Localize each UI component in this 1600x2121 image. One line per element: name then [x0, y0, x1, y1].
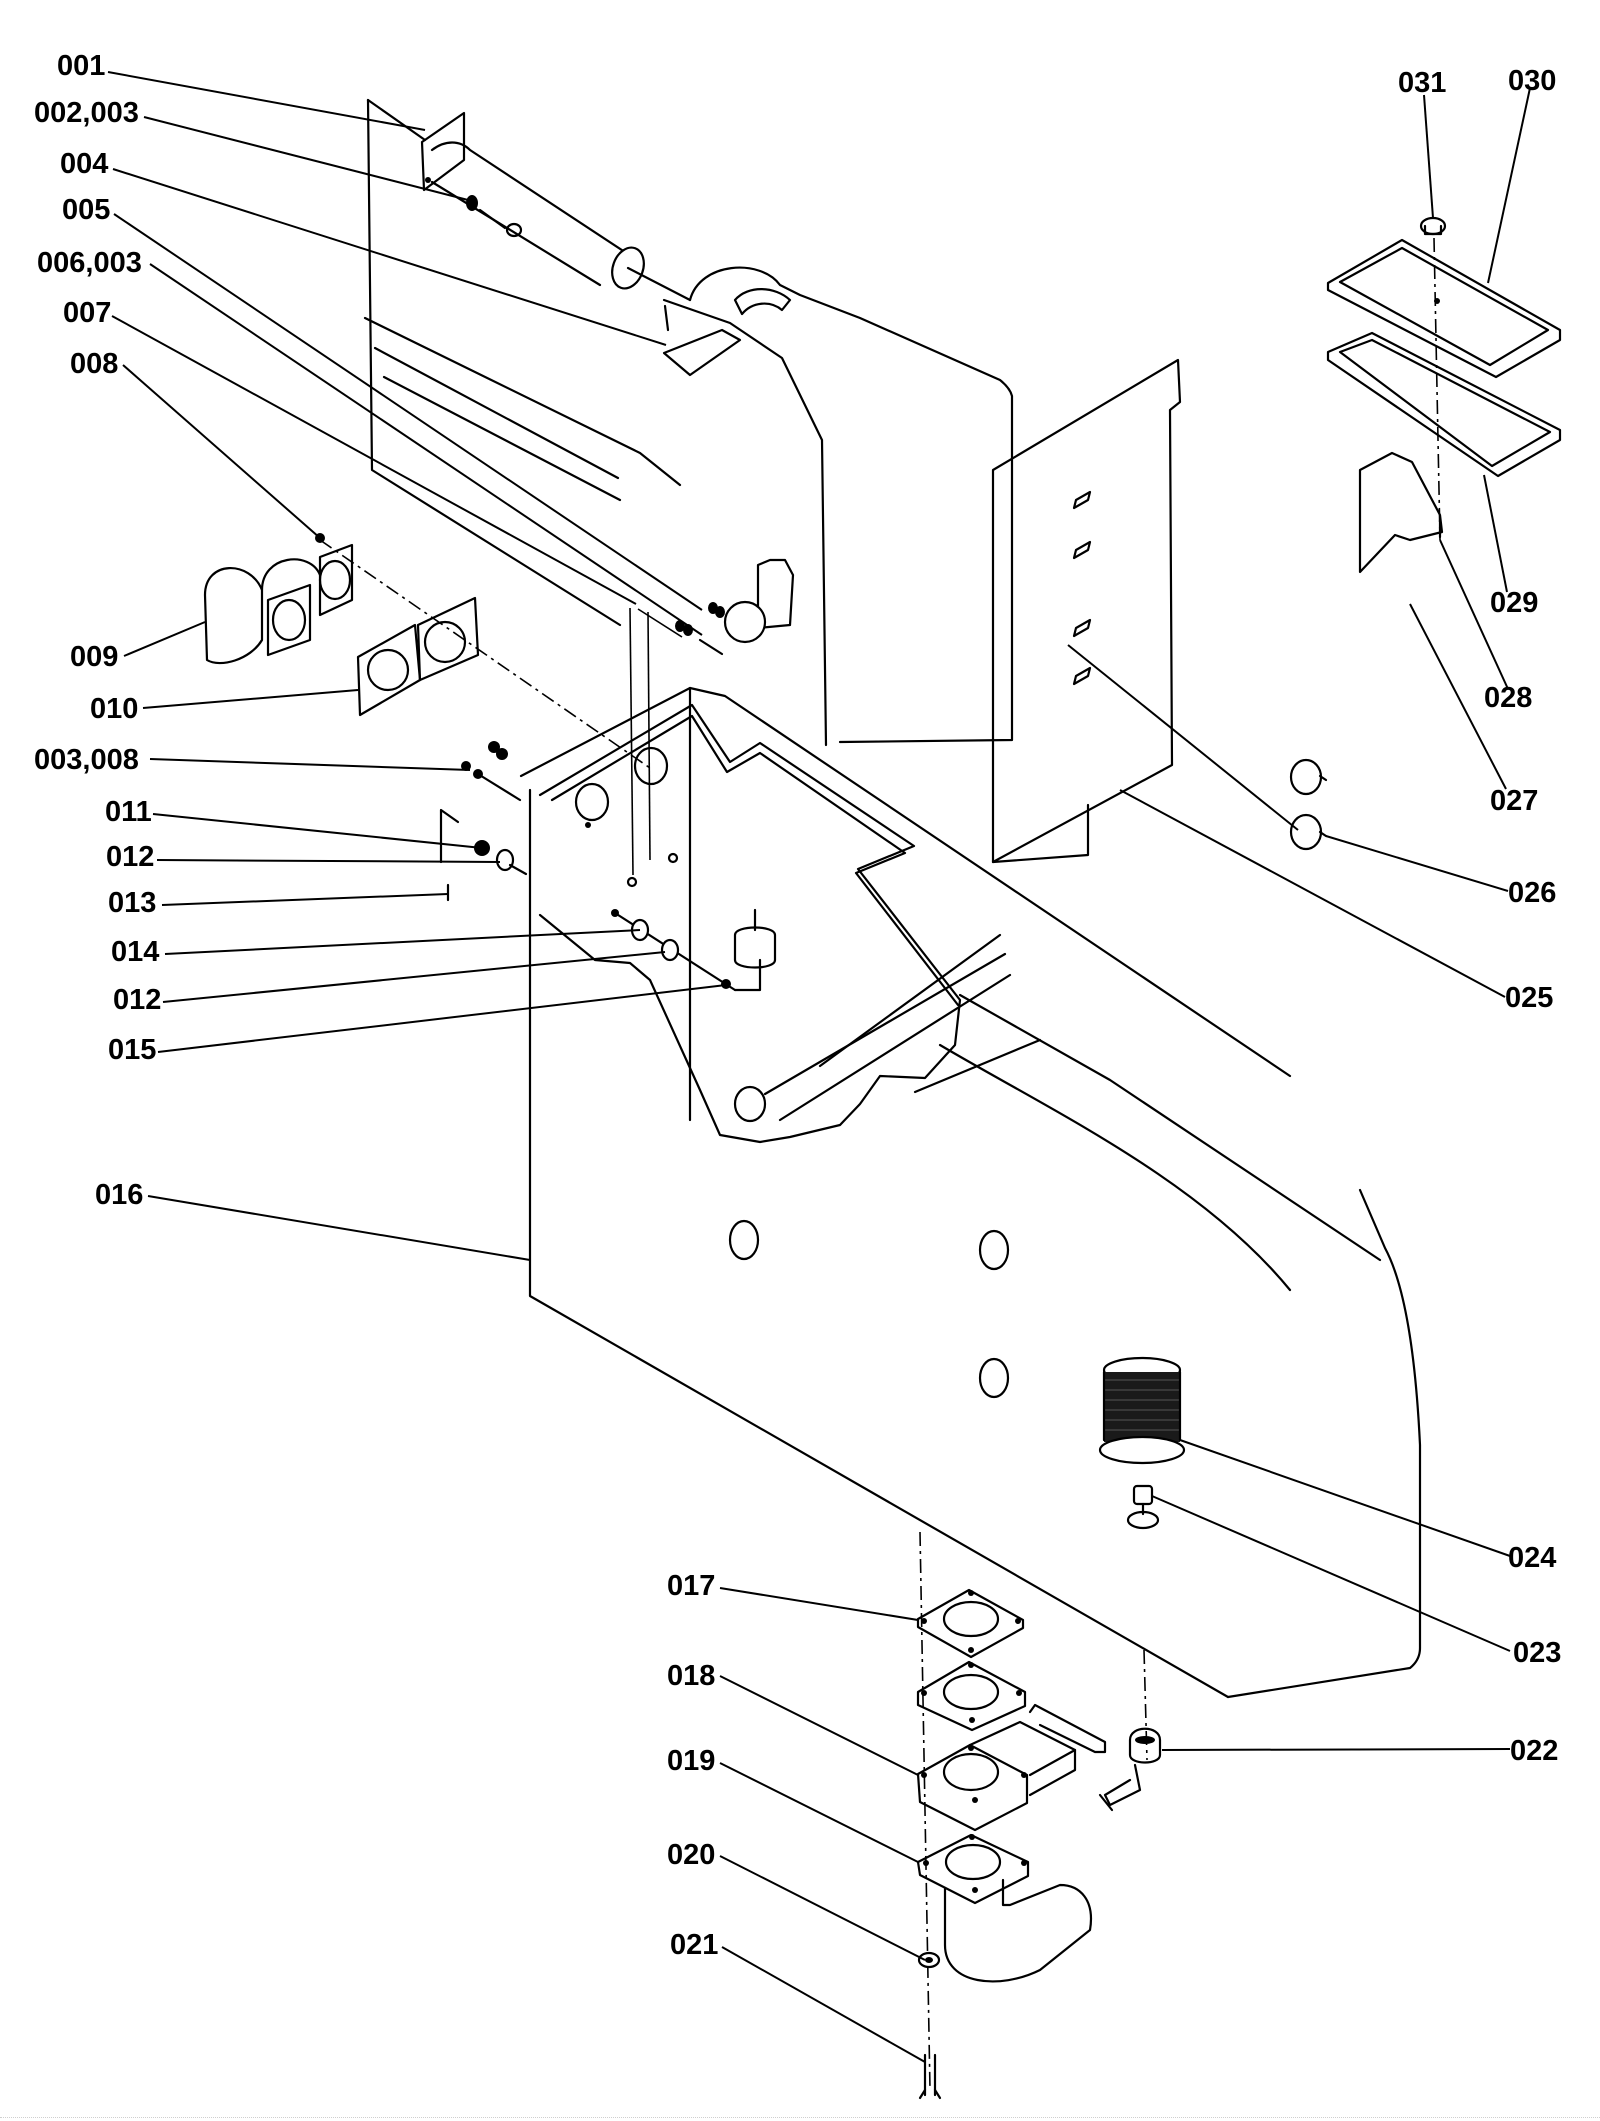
callout-023: 023 [1513, 1637, 1561, 1669]
callout-008: 008 [70, 348, 118, 380]
part-029-030-frames [1326, 216, 1562, 541]
page-bottom-rule [0, 2117, 1600, 2118]
part-004-housing [626, 266, 1014, 747]
part-009-elbow [203, 543, 354, 665]
part-010-gasket [356, 596, 480, 717]
part-027-cover [1358, 451, 1444, 574]
centerline-upper [319, 539, 651, 769]
callout-027: 027 [1490, 785, 1538, 817]
callout-019: 019 [667, 1745, 715, 1777]
part-007-rod [629, 607, 683, 876]
callout-005: 005 [62, 194, 110, 226]
callout-029: 029 [1490, 587, 1538, 619]
part-003-008-nuts [461, 741, 522, 802]
cabinet-inner-panel [574, 746, 679, 888]
callout-026: 026 [1508, 877, 1556, 909]
part-002-bolt [466, 195, 523, 238]
part-026-clamps [1289, 758, 1328, 851]
part-011-clip [439, 808, 528, 902]
callout-009: 009 [70, 641, 118, 673]
part-001-tube [420, 111, 645, 290]
frame-lines [363, 316, 682, 502]
part-016-cabinet [519, 686, 1422, 1699]
callout-006-003: 006,003 [37, 247, 142, 279]
callout-004: 004 [60, 148, 108, 180]
part-017-gasket [916, 1588, 1025, 1659]
part-019-elbow-pipe [916, 1833, 1093, 1983]
callout-010: 010 [90, 693, 138, 725]
callout-014: 014 [111, 936, 159, 968]
callout-003-008: 003,008 [34, 744, 139, 776]
callout-030: 030 [1508, 65, 1556, 97]
callout-022: 022 [1510, 1735, 1558, 1767]
callout-012-upper: 012 [106, 841, 154, 873]
callout-011: 011 [105, 796, 152, 828]
centerline-lower [919, 1531, 931, 2091]
part-024-filter [1098, 1356, 1186, 1465]
callout-002-003: 002,003 [34, 97, 139, 129]
callout-013: 013 [108, 887, 156, 919]
callout-024: 024 [1508, 1542, 1556, 1574]
callout-015: 015 [108, 1034, 156, 1066]
part-022-elbow-fitting [1098, 1727, 1162, 1812]
part-019-flange-box [916, 1703, 1107, 1832]
leader-lines [107, 71, 1531, 2063]
part-018-flange [916, 1660, 1027, 1732]
callout-007: 007 [63, 297, 111, 329]
callout-031: 031 [1398, 67, 1446, 99]
part-014-015-rod-assembly [611, 908, 777, 992]
callout-017: 017 [667, 1570, 715, 1602]
callout-021: 021 [670, 1929, 718, 1961]
callout-labels: 001 002,003 004 005 006,003 007 008 009 … [34, 50, 1561, 1961]
rear-panel [366, 98, 622, 627]
callout-020: 020 [667, 1839, 715, 1871]
callout-028: 028 [1484, 682, 1532, 714]
callout-012-lower: 012 [113, 984, 161, 1016]
part-005-bracket [675, 558, 795, 656]
part-025-panel [991, 358, 1182, 864]
part-023-plug [1126, 1484, 1160, 1530]
callout-025: 025 [1505, 982, 1553, 1014]
callout-018: 018 [667, 1660, 715, 1692]
callout-001: 001 [57, 50, 105, 82]
callout-016: 016 [95, 1179, 143, 1211]
part-020-021-fasteners [917, 1951, 942, 2100]
